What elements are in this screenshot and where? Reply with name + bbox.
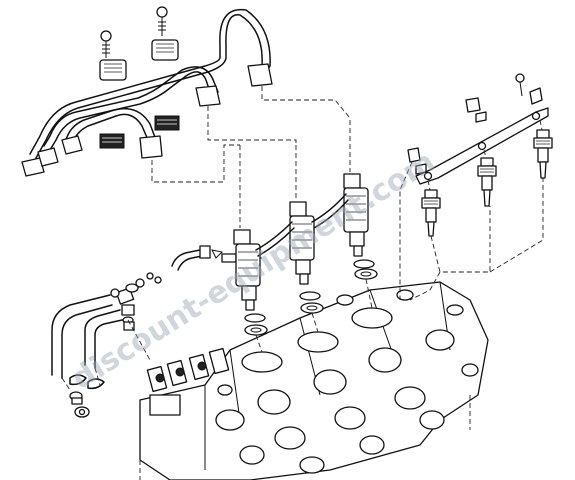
glow-plug-2	[477, 149, 497, 207]
injector-1	[233, 145, 268, 336]
glow-plug-bus-bar	[415, 73, 549, 185]
glow-plug-1	[421, 179, 441, 237]
injection-pipe-set	[21, 8, 273, 177]
cylinder-head	[139, 281, 489, 480]
return-fittings	[146, 347, 230, 416]
injector-2	[289, 145, 324, 314]
pipe-clamps	[99, 6, 180, 149]
glow-plug-3	[533, 119, 553, 179]
injector-return-line	[255, 193, 349, 257]
leak-off-hose-set	[51, 272, 162, 418]
glow-plug-nuts	[407, 97, 487, 175]
injector-3	[343, 120, 378, 280]
leader-lines	[151, 86, 544, 353]
